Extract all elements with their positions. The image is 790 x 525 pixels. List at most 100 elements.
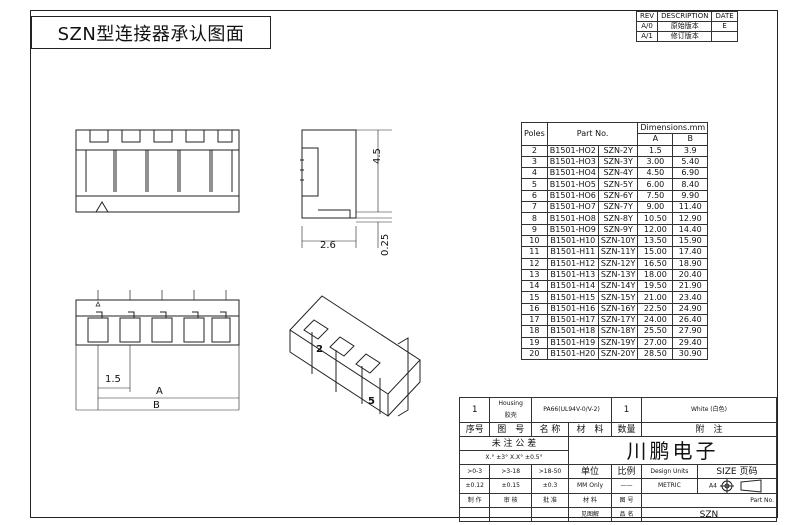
dim-b-cell: 11.40 bbox=[672, 201, 709, 214]
poles-cell: 6 bbox=[521, 189, 548, 203]
dim-b-cell: 24.90 bbox=[672, 302, 709, 316]
size-value: A4 bbox=[708, 482, 717, 490]
poles-cell: 18 bbox=[521, 325, 548, 338]
page-label: 页码 bbox=[739, 466, 758, 477]
color-value: White (白色) bbox=[640, 397, 778, 423]
part-no-cell: B1501-H16 bbox=[546, 302, 599, 316]
sign-make: 制 作 bbox=[458, 493, 491, 508]
range-1: >0-3 bbox=[458, 464, 491, 479]
szn-model-cell: SZN-20Y bbox=[597, 347, 639, 361]
szn-model-cell: SZN-3Y bbox=[597, 155, 639, 169]
page-title: SZN型连接器承认图面 bbox=[31, 16, 271, 49]
szn-model-cell: SZN-12Y bbox=[597, 257, 639, 270]
szn-model-cell: SZN-17Y bbox=[597, 314, 639, 327]
a4-projection: A4 bbox=[696, 478, 778, 494]
part-no-cell: B1501-H19 bbox=[546, 336, 599, 349]
dim-b-cell: 8.40 bbox=[672, 178, 709, 191]
dim-a-cell: 6.00 bbox=[637, 178, 674, 191]
dim-a-cell: 1.5 bbox=[637, 144, 674, 157]
dim-a-cell: 25.50 bbox=[637, 325, 674, 338]
part-no-cell: B1501-HO2 bbox=[546, 144, 599, 157]
sign-approve: 批 准 bbox=[531, 493, 569, 508]
poles-cell: 15 bbox=[521, 291, 548, 304]
isometric-view bbox=[289, 295, 421, 417]
scale-label: 比例 bbox=[611, 464, 642, 479]
szn-model-cell: SZN-14Y bbox=[597, 280, 639, 293]
dim-pitch-label: 1.5 bbox=[105, 374, 121, 385]
part-no-cell: B1501-HO6 bbox=[546, 189, 599, 203]
dim-height-label: 4.5 bbox=[372, 148, 383, 164]
tol-3: ±0.3 bbox=[531, 478, 569, 494]
product-name-label: 品 名 bbox=[611, 507, 642, 522]
unit-label: 单位 bbox=[567, 464, 613, 479]
poles-cell: 14 bbox=[521, 280, 548, 293]
poles-cell: 17 bbox=[521, 314, 548, 327]
poles-cell: 20 bbox=[521, 347, 548, 361]
range-2: >3-18 bbox=[489, 464, 533, 479]
dim-b-cell: 6.90 bbox=[672, 167, 709, 180]
szn-model-cell: SZN-16Y bbox=[597, 302, 639, 316]
dim-offset-label: 0.25 bbox=[380, 233, 391, 256]
part-no-cell: B1501-H20 bbox=[546, 347, 599, 361]
poles-cell: 5 bbox=[521, 178, 548, 191]
dim-a-cell: 24.00 bbox=[637, 314, 674, 327]
dim-a-cell: 7.50 bbox=[637, 189, 674, 203]
size-page-label: SIZE 页码 bbox=[696, 464, 778, 479]
tolerance-title: 未 注 公 差 bbox=[459, 436, 569, 451]
part-no-cell: B1501-H13 bbox=[546, 268, 599, 282]
part-no-cell: B1501-HO8 bbox=[546, 212, 599, 225]
poles-cell: 8 bbox=[521, 212, 548, 225]
szn-model-cell: SZN-19Y bbox=[597, 336, 639, 349]
blank-cell bbox=[489, 507, 533, 522]
revision-table: REV DESCRIPTION DATE A/0 原始版本 E A/1 修订版本 bbox=[635, 11, 738, 42]
front-view bbox=[75, 129, 240, 213]
part-no-cell: B1501-H10 bbox=[546, 234, 599, 248]
dim-b-cell: 12.90 bbox=[672, 212, 709, 225]
viewer-label: 见图解 bbox=[567, 507, 613, 522]
part-no-cell: B1501-HO4 bbox=[546, 167, 599, 180]
part-no-cell: B1501-HO5 bbox=[546, 178, 599, 191]
name-header: 名 称 bbox=[531, 422, 569, 437]
part-no-cell: B1501-HO9 bbox=[546, 223, 599, 236]
dim-b-header: B bbox=[672, 133, 709, 146]
poles-cell: 11 bbox=[521, 246, 548, 259]
poles-cell: 7 bbox=[521, 201, 548, 214]
dim-a-header: A bbox=[637, 133, 674, 146]
dim-a-cell: 4.50 bbox=[637, 167, 674, 180]
blank-cell bbox=[458, 507, 491, 522]
drawing-frame bbox=[30, 10, 778, 518]
part-no-cell: B1501-H15 bbox=[546, 291, 599, 304]
dim-b-cell: 21.90 bbox=[672, 280, 709, 293]
material-header: 材 料 bbox=[567, 422, 613, 437]
product-value: SZN bbox=[640, 507, 778, 522]
dim-a-cell: 12.00 bbox=[637, 223, 674, 236]
szn-model-cell: SZN-8Y bbox=[597, 212, 639, 225]
housing-cn: 胶壳 bbox=[504, 412, 517, 419]
dim-b-cell: 3.9 bbox=[672, 144, 709, 157]
szn-model-cell: SZN-10Y bbox=[597, 234, 639, 248]
seq-header: 序号 bbox=[458, 422, 491, 437]
tol-2: ±0.15 bbox=[489, 478, 533, 494]
szn-model-cell: SZN-18Y bbox=[597, 325, 639, 338]
sign-drawing-no: 图 号 bbox=[611, 493, 642, 508]
mm-only: MM Only bbox=[567, 478, 613, 494]
part-no-cell: B1501-HO7 bbox=[546, 201, 599, 214]
dim-a-cell: 18.00 bbox=[637, 268, 674, 282]
part-no-cell: B1501-H17 bbox=[546, 314, 599, 327]
dim-a-cell: 19.50 bbox=[637, 280, 674, 293]
range-3: >18-50 bbox=[531, 464, 569, 479]
